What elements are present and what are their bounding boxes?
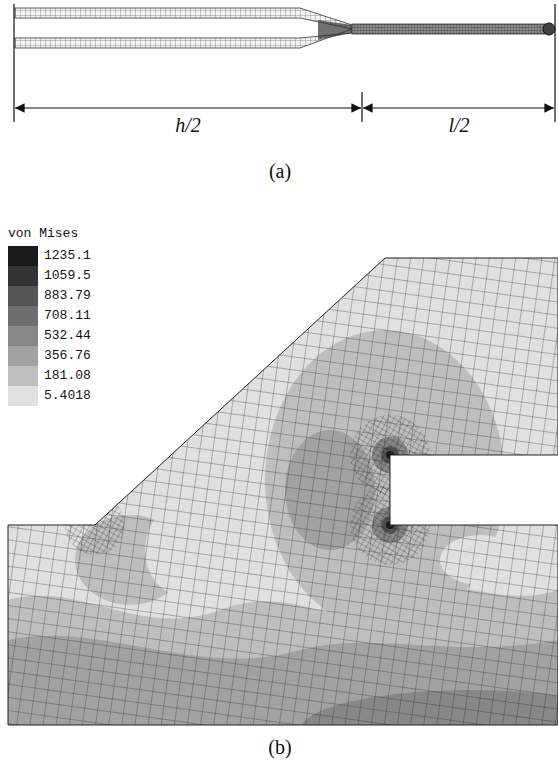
contour-plot bbox=[0, 250, 558, 764]
dimension-lines bbox=[14, 4, 555, 122]
subfigure-label: (b) bbox=[268, 736, 291, 759]
beam-mesh bbox=[15, 8, 555, 48]
legend-swatch bbox=[8, 346, 38, 366]
body-outline bbox=[8, 258, 558, 725]
legend-swatch bbox=[8, 306, 38, 326]
dimension-label: h/2 bbox=[175, 114, 201, 137]
legend-value: 708.11 bbox=[42, 308, 93, 323]
legend-swatch bbox=[8, 386, 38, 406]
subfigure-label: (a) bbox=[269, 160, 291, 183]
legend-value: 5.4018 bbox=[42, 388, 93, 403]
legend-title: von Mises bbox=[8, 226, 78, 241]
legend-swatch bbox=[8, 246, 38, 266]
legend-value: 883.79 bbox=[42, 288, 93, 303]
legend-swatch bbox=[8, 326, 38, 346]
legend-value: 181.08 bbox=[42, 368, 93, 383]
legend-swatch bbox=[8, 366, 38, 386]
legend-value: 1059.5 bbox=[42, 268, 93, 283]
legend-value: 532.44 bbox=[42, 328, 93, 343]
dimension-label: l/2 bbox=[448, 114, 469, 137]
legend-swatch bbox=[8, 286, 38, 306]
legend-swatch bbox=[8, 266, 38, 286]
legend-value: 1235.1 bbox=[42, 248, 93, 263]
legend-value: 356.76 bbox=[42, 348, 93, 363]
